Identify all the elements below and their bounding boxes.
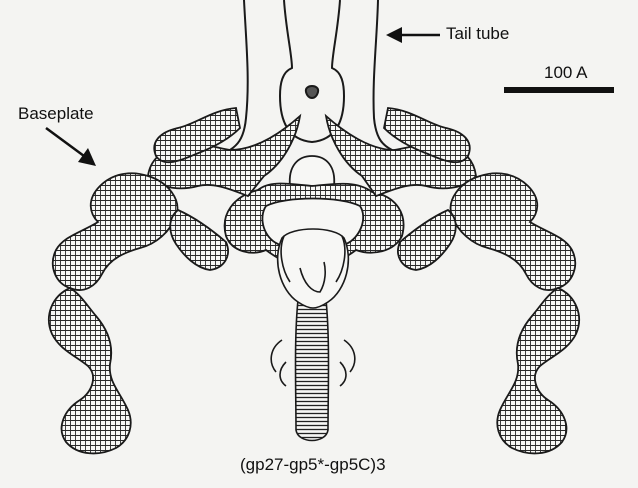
baseplate-label: Baseplate	[18, 104, 94, 124]
baseplate-arrowhead	[78, 148, 96, 166]
tail-tube-label: Tail tube	[446, 24, 509, 44]
tail-tube	[230, 0, 392, 150]
baseplate-arrow	[46, 128, 84, 156]
complex-label: (gp27-gp5*-gp5C)3	[240, 455, 386, 475]
scale-bar	[504, 87, 614, 93]
scale-bar-label: 100 A	[544, 63, 588, 83]
central-spike	[271, 229, 355, 441]
tail-tube-arrowhead	[386, 27, 402, 43]
annotations	[46, 27, 614, 166]
